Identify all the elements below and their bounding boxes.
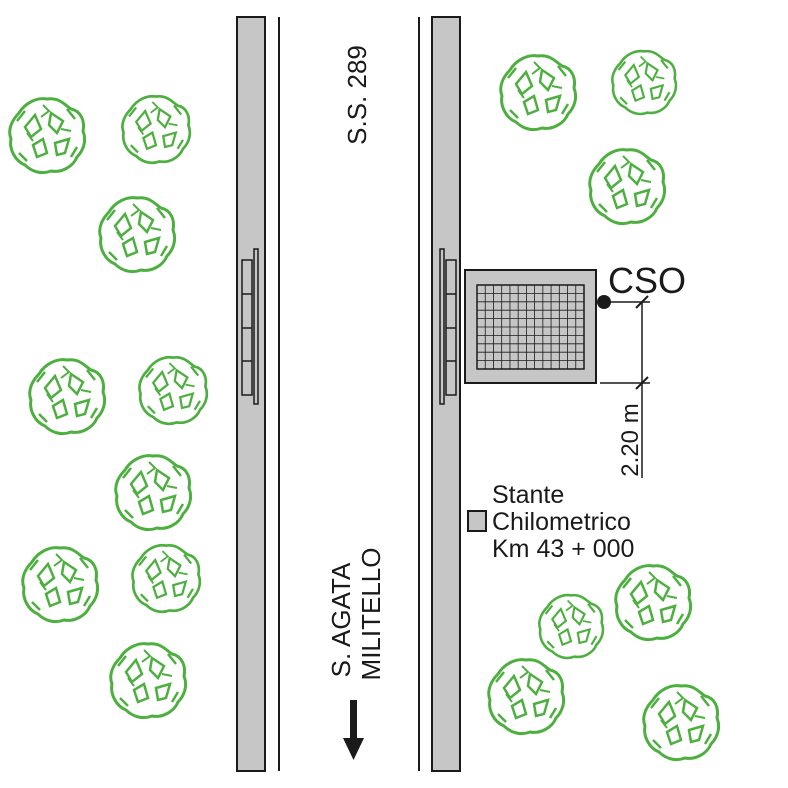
direction-label-line2: MILITELLO <box>356 548 386 681</box>
tree-canopy-icon <box>138 355 209 426</box>
left-curb <box>236 16 266 772</box>
tree-canopy-icon <box>28 358 107 436</box>
trees-right <box>487 49 721 762</box>
cso-grid <box>477 285 584 369</box>
tree-canopy-icon <box>614 564 693 642</box>
tree-canopy-icon <box>109 642 188 720</box>
tree-canopy-icon <box>121 94 192 165</box>
tree-canopy-icon <box>538 593 605 660</box>
right-curb-grate <box>439 248 457 405</box>
tree-canopy-icon <box>642 684 721 762</box>
tree-canopy-icon <box>114 454 193 532</box>
km-marker-icon <box>467 510 487 532</box>
tree-canopy-icon <box>98 196 177 274</box>
tree-canopy-icon <box>21 546 100 624</box>
marker-label-line1: Stante <box>492 481 564 509</box>
tree-canopy-icon <box>131 543 202 614</box>
dimension-label: 2.20 m <box>617 403 644 476</box>
tree-canopy-icon <box>8 97 87 175</box>
cso-chamber <box>464 269 597 384</box>
tree-canopy-icon <box>487 658 566 736</box>
tree-canopy-icon <box>611 49 678 116</box>
marker-label-line3: Km 43 + 000 <box>492 535 634 563</box>
dimension-line <box>600 295 650 478</box>
marker-label-line2: Chilometrico <box>492 508 631 536</box>
left-curb-grate <box>241 248 259 405</box>
trees-left <box>8 94 209 720</box>
cso-label: CSO <box>608 260 686 301</box>
road-name-label: S.S. 289 <box>342 45 372 145</box>
direction-label-line1: S. AGATA <box>326 562 356 677</box>
tree-canopy-icon <box>499 54 578 132</box>
arrow-down-icon <box>343 700 364 760</box>
tree-canopy-icon <box>588 148 667 226</box>
